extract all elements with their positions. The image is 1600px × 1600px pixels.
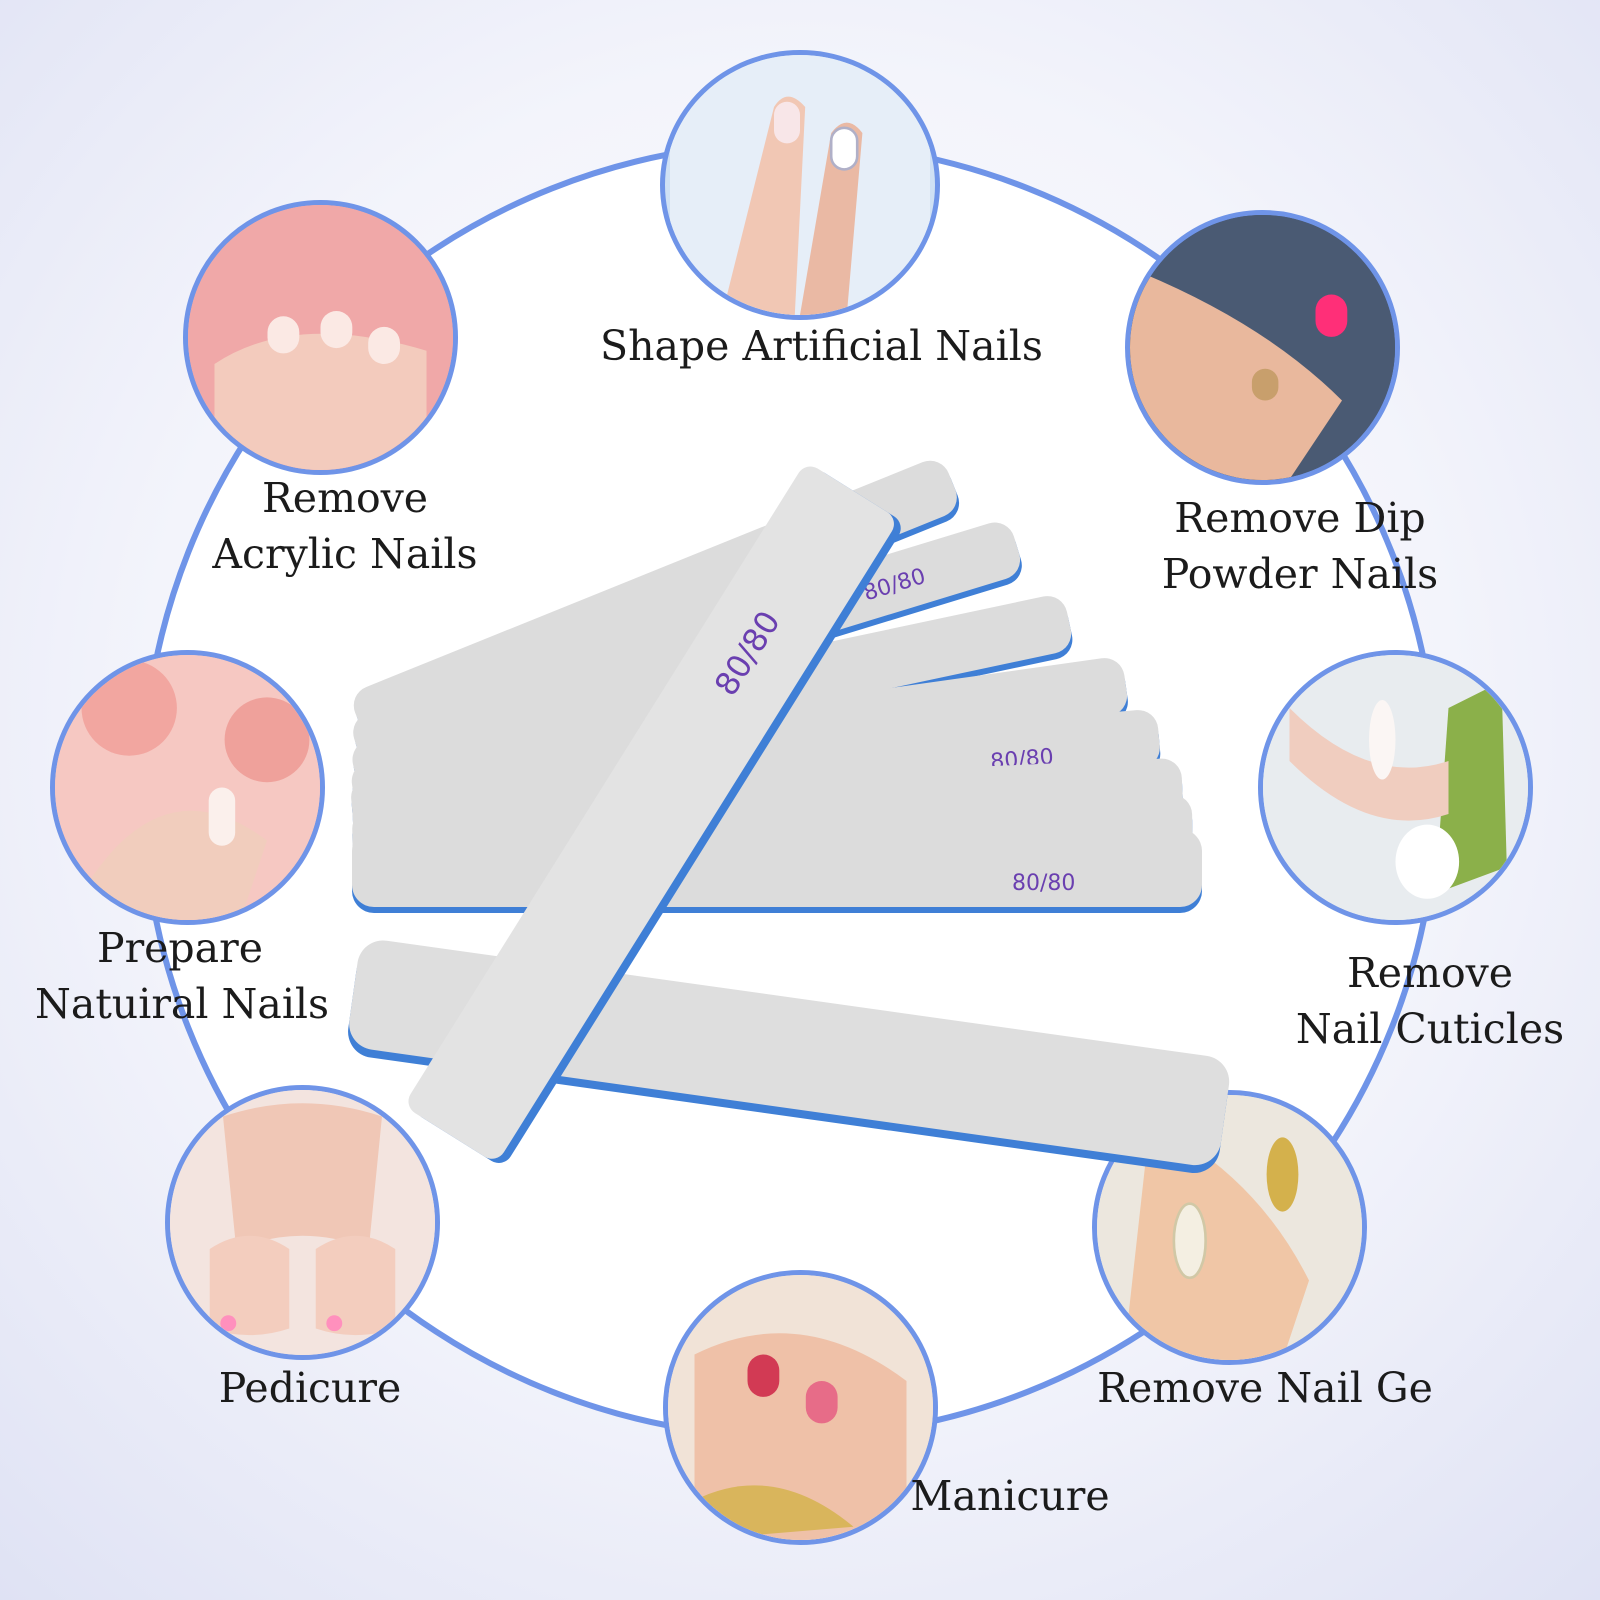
photo-remove-cuticles	[1258, 650, 1533, 925]
photo-pedicure	[165, 1085, 440, 1360]
hand-photo-icon	[1263, 655, 1528, 920]
label-line: Nail Cuticles	[1295, 1005, 1565, 1053]
label-line: Acrylic Nails	[212, 530, 478, 578]
label-prepare-natural: Prepare Natuiral Nails	[35, 920, 330, 1032]
grit-label: 80/80	[1012, 871, 1075, 896]
photo-prepare-natural	[50, 650, 325, 925]
label-line: Remove Dip	[1174, 494, 1426, 542]
hand-photo-icon	[188, 205, 453, 470]
photo-remove-dip	[1125, 210, 1400, 485]
photo-manicure	[663, 1270, 938, 1545]
label-remove-gel: Remove Nail Ge	[1095, 1360, 1435, 1416]
label-line: Manicure	[910, 1472, 1110, 1520]
label-line: Remove	[1346, 949, 1514, 997]
label-line: Remove Nail Ge	[1097, 1364, 1433, 1412]
label-pedicure: Pedicure	[195, 1360, 425, 1416]
front-file: 80/80	[408, 466, 901, 1163]
hand-photo-icon	[668, 1275, 933, 1540]
hand-photo-icon	[1130, 215, 1395, 480]
hand-photo-icon	[1097, 1095, 1362, 1360]
photo-remove-acrylic	[183, 200, 458, 475]
feet-photo-icon	[170, 1090, 435, 1355]
label-line: Shape Artificial Nails	[600, 322, 1043, 370]
label-remove-acrylic: Remove Acrylic Nails	[205, 470, 485, 582]
label-line: Natuiral Nails	[35, 980, 330, 1028]
label-manicure: Manicure	[895, 1468, 1125, 1524]
photo-shape-artificial	[660, 50, 940, 320]
label-line: Pedicure	[218, 1364, 402, 1412]
label-line: Powder Nails	[1161, 550, 1439, 598]
hand-photo-icon	[55, 655, 320, 920]
label-shape-artificial: Shape Artificial Nails	[600, 318, 1043, 374]
label-remove-dip: Remove Dip Powder Nails	[1150, 490, 1450, 602]
label-line: Prepare	[96, 924, 263, 972]
hand-photo-icon	[670, 55, 930, 315]
label-line: Remove	[261, 474, 429, 522]
label-remove-cuticles: Remove Nail Cuticles	[1275, 945, 1585, 1057]
